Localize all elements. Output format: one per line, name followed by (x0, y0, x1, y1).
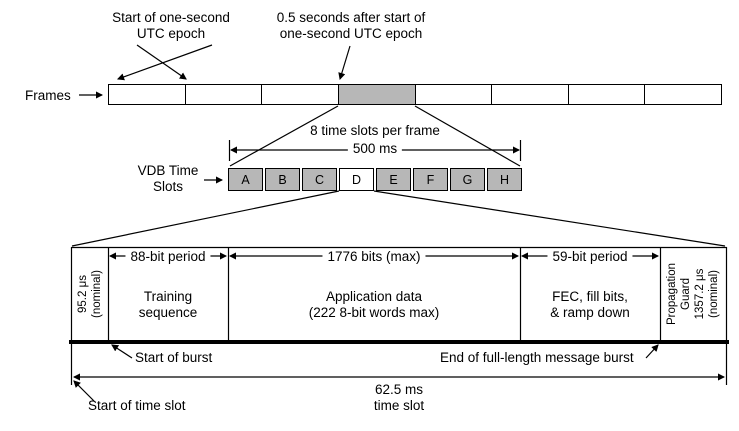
period-label-fec: 59-bit period (547, 249, 633, 265)
slot-d: D (339, 168, 374, 191)
slot-c: C (302, 168, 337, 191)
slot-bar: A B C D E F G H (228, 168, 522, 191)
frame-cell (109, 85, 186, 104)
epoch-start-arrow-left (116, 44, 213, 81)
epoch-start-label: Start of one-second UTC epoch (112, 10, 230, 41)
vdb-axis-label: VDB Time Slots (137, 163, 199, 194)
propagation-guard-label: Propagation Guard 1357.2 μs (nominal) (665, 262, 721, 326)
slot-expand-line-right (373, 190, 726, 247)
frame-cell (186, 85, 263, 104)
frames-axis-label: Frames (25, 88, 71, 103)
epoch-half-arrow (338, 45, 351, 81)
slot-h: H (487, 168, 522, 191)
end-of-burst-arrow (645, 344, 659, 359)
period-label-training: 88-bit period (125, 249, 211, 265)
frame-duration-label: 500 ms (347, 141, 403, 157)
timeslot-duration-value: 62.5 ms (374, 382, 424, 397)
frame-expand-line-left (229, 105, 339, 167)
end-of-burst-label: End of full-length message burst (440, 350, 634, 365)
slots-span-label: 8 time slots per frame (310, 123, 440, 138)
frame-cell-shaded (338, 85, 416, 104)
start-of-burst-arrow (111, 344, 133, 359)
segment-training-sequence: Training sequence (138, 289, 198, 320)
start-of-timeslot-label: Start of time slot (88, 398, 186, 413)
start-of-burst-label: Start of burst (135, 350, 213, 365)
frame-cell (416, 85, 493, 104)
frame-expand-line-right (414, 105, 521, 167)
ramp-time-label: 95.2 μs (nominal) (76, 270, 103, 318)
slot-a: A (228, 168, 263, 191)
frame-cell (262, 85, 339, 104)
period-label-data: 1776 bits (max) (322, 249, 426, 265)
slot-e: E (376, 168, 411, 191)
frame-cell (569, 85, 646, 104)
segment-fec-ramp-down: FEC, fill bits, & ramp down (550, 289, 630, 320)
timeslot-duration-unit: time slot (373, 398, 425, 413)
slot-expand-line-left (71, 190, 340, 247)
slot-f: F (413, 168, 448, 191)
frame-cell (492, 85, 569, 104)
start-of-timeslot-arrow (73, 380, 95, 402)
epoch-start-arrow-right (136, 44, 187, 80)
frames-bar (108, 84, 722, 105)
segment-application-data: Application data (222 8-bit words max) (308, 289, 440, 320)
slot-b: B (265, 168, 300, 191)
epoch-half-label: 0.5 seconds after start of one-second UT… (276, 10, 426, 41)
slot-g: G (450, 168, 485, 191)
